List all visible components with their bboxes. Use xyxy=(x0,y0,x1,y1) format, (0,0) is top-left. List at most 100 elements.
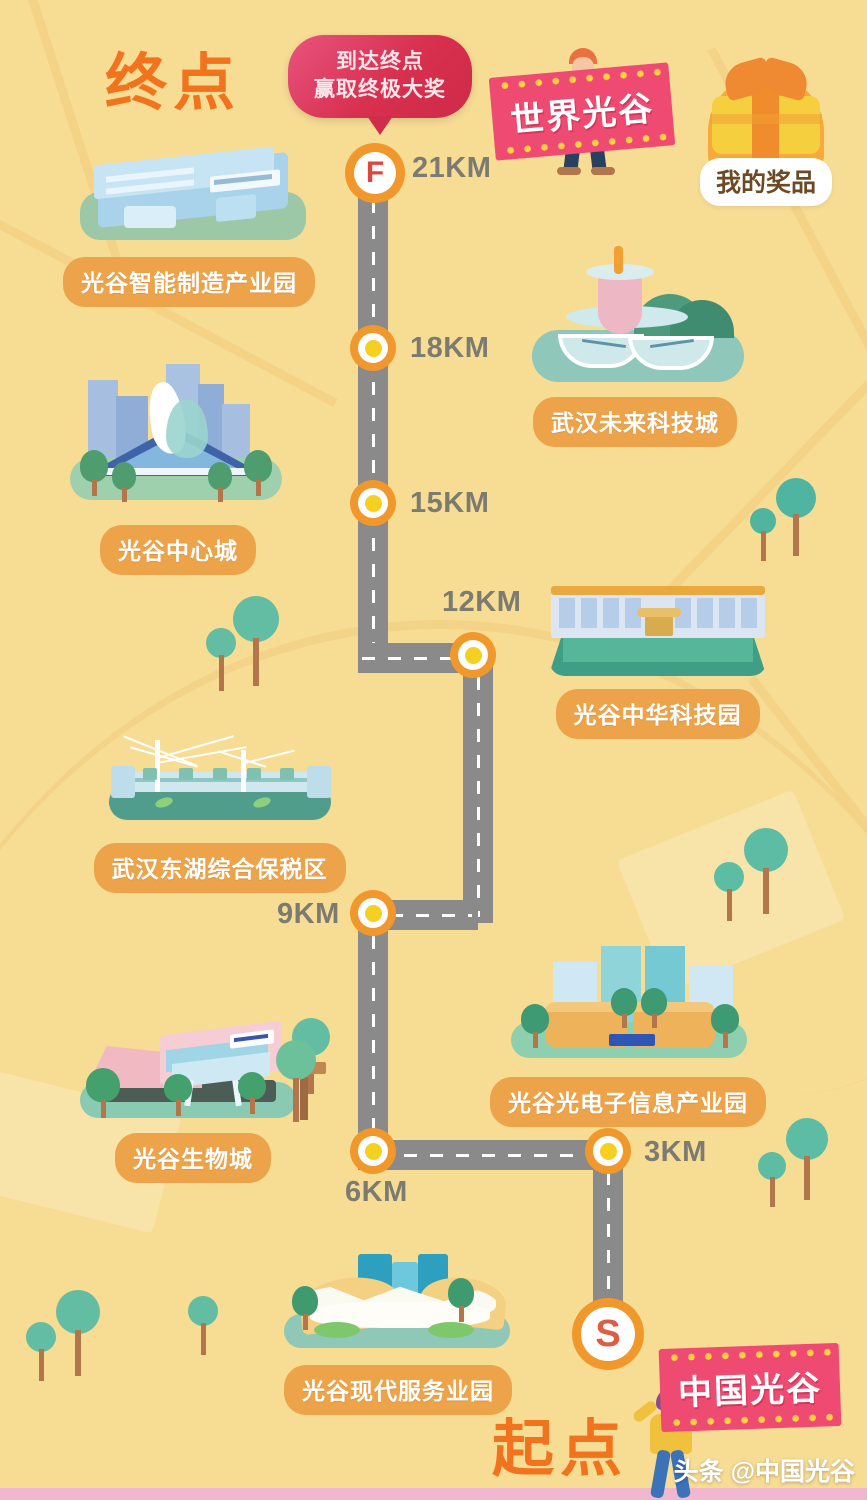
route-marker-15km[interactable] xyxy=(350,480,396,526)
person-shoe-icon xyxy=(557,167,581,175)
marker-inner xyxy=(358,1136,388,1166)
my-prize-label: 我的奖品 xyxy=(700,158,833,206)
poi-label: 光谷光电子信息产业园 xyxy=(490,1077,766,1127)
tree-icon xyxy=(744,828,788,914)
finish-letter: F xyxy=(365,156,385,189)
banner-text: 中国光谷 xyxy=(677,1369,823,1413)
poi-illustration xyxy=(58,358,298,518)
tree-icon xyxy=(26,1322,56,1381)
km-label-15: 15KM xyxy=(410,487,490,519)
poi-label: 光谷智能制造产业园 xyxy=(63,257,315,307)
poi-label: 光谷生物城 xyxy=(115,1133,271,1183)
poi-illustration xyxy=(510,246,760,390)
bottom-strip xyxy=(0,1488,867,1500)
poi-illustration xyxy=(493,940,763,1070)
tree-icon xyxy=(188,1296,218,1355)
marker-inner xyxy=(358,488,388,518)
km-label-6: 6KM xyxy=(345,1176,408,1208)
km-label-18: 18KM xyxy=(410,332,490,364)
poi-label: 光谷中华科技园 xyxy=(555,689,760,739)
marker-dot xyxy=(599,1142,617,1160)
watermark: 头条 @中国光谷 xyxy=(673,1458,855,1486)
poi-card-8[interactable]: 光谷现代服务业园 xyxy=(248,1248,548,1415)
finish-reward-bubble[interactable]: 到达终点 赢取终极大奖 xyxy=(288,35,472,136)
route-marker-6km[interactable] xyxy=(350,1128,396,1174)
tree-icon xyxy=(786,1118,828,1200)
banner-plate: 中国光谷 xyxy=(658,1342,842,1433)
tree-icon xyxy=(238,1072,266,1114)
tree-icon xyxy=(750,508,776,561)
bubble-line-1: 到达终点 xyxy=(336,50,424,73)
marker-inner xyxy=(358,898,388,928)
tree-icon xyxy=(711,1004,739,1048)
tree-icon xyxy=(611,988,637,1028)
tree-icon xyxy=(56,1290,100,1376)
marker-dot xyxy=(464,646,482,664)
poi-label: 武汉未来科技城 xyxy=(533,397,737,447)
poi-illustration xyxy=(68,1006,318,1126)
tree-icon xyxy=(86,1068,120,1118)
marker-dot xyxy=(364,339,382,357)
tree-icon xyxy=(448,1278,474,1322)
poi-card-6[interactable]: 光谷光电子信息产业园 xyxy=(463,940,793,1127)
road-segment-6km-to-3km xyxy=(358,1140,623,1170)
tree-icon xyxy=(244,450,272,496)
road-segment-9km-to-6km xyxy=(358,900,388,1165)
poi-illustration xyxy=(270,1248,526,1358)
start-label: 起点 xyxy=(492,1415,629,1484)
tree-icon xyxy=(208,462,232,502)
km-label-3: 3KM xyxy=(644,1136,707,1168)
marker-inner xyxy=(593,1136,623,1166)
signpost-icon xyxy=(300,1068,308,1120)
poi-card-4[interactable]: 光谷中华科技园 xyxy=(515,572,800,739)
marker-inner xyxy=(458,640,488,670)
bubble-line-2: 赢取终极大奖 xyxy=(314,77,446,101)
marker-inner xyxy=(358,333,388,363)
tree-icon xyxy=(758,1152,786,1207)
poi-card-1[interactable]: 光谷智能制造产业园 xyxy=(44,140,334,307)
poi-illustration xyxy=(64,140,314,250)
marker-dot xyxy=(364,494,382,512)
bg-road-curve xyxy=(0,620,867,1500)
km-label-12: 12KM xyxy=(442,586,522,618)
tree-icon xyxy=(292,1286,318,1330)
km-label-9: 9KM xyxy=(277,898,340,930)
poi-card-2[interactable]: 武汉未来科技城 xyxy=(490,246,780,447)
tree-icon xyxy=(233,596,279,686)
tree-icon xyxy=(776,478,816,556)
marker-dot xyxy=(364,904,382,922)
banner-text: 世界光谷 xyxy=(508,89,656,141)
route-marker-finish[interactable]: F xyxy=(345,143,405,203)
banner-china-optics-valley[interactable]: 中国光谷 xyxy=(658,1342,842,1433)
poi-illustration xyxy=(95,726,345,836)
tree-icon xyxy=(164,1074,192,1116)
km-label-21: 21KM xyxy=(412,152,492,184)
tree-icon xyxy=(80,450,108,496)
route-marker-18km[interactable] xyxy=(350,325,396,371)
route-marker-3km[interactable] xyxy=(585,1128,631,1174)
person-shoe-icon xyxy=(591,167,615,175)
start-letter: S xyxy=(595,1312,621,1355)
tree-icon xyxy=(641,988,667,1028)
poi-card-7[interactable]: 光谷生物城 xyxy=(48,1006,338,1183)
banner-world-optics-valley[interactable]: 世界光谷 xyxy=(488,62,676,161)
poi-card-5[interactable]: 武汉东湖综合保税区 xyxy=(72,726,367,893)
tree-icon xyxy=(521,1004,549,1048)
poi-card-3[interactable]: 光谷中心城 xyxy=(38,358,318,575)
marker-inner: S xyxy=(581,1307,635,1361)
marker-inner: F xyxy=(354,152,396,194)
poi-label: 光谷现代服务业园 xyxy=(284,1365,512,1415)
tree-icon xyxy=(714,862,744,921)
route-marker-12km[interactable] xyxy=(450,632,496,678)
tree-icon xyxy=(276,1040,316,1122)
route-marker-9km[interactable] xyxy=(350,890,396,936)
banner-plate: 世界光谷 xyxy=(488,62,676,161)
road-segment-12km-down xyxy=(463,643,493,923)
my-prize-button[interactable]: 我的奖品 xyxy=(700,52,833,206)
gift-box-icon xyxy=(702,52,830,172)
road-segment-upper xyxy=(358,168,388,658)
tree-icon xyxy=(206,628,236,691)
marker-dot xyxy=(364,1142,382,1160)
route-marker-start[interactable]: S xyxy=(572,1298,644,1370)
